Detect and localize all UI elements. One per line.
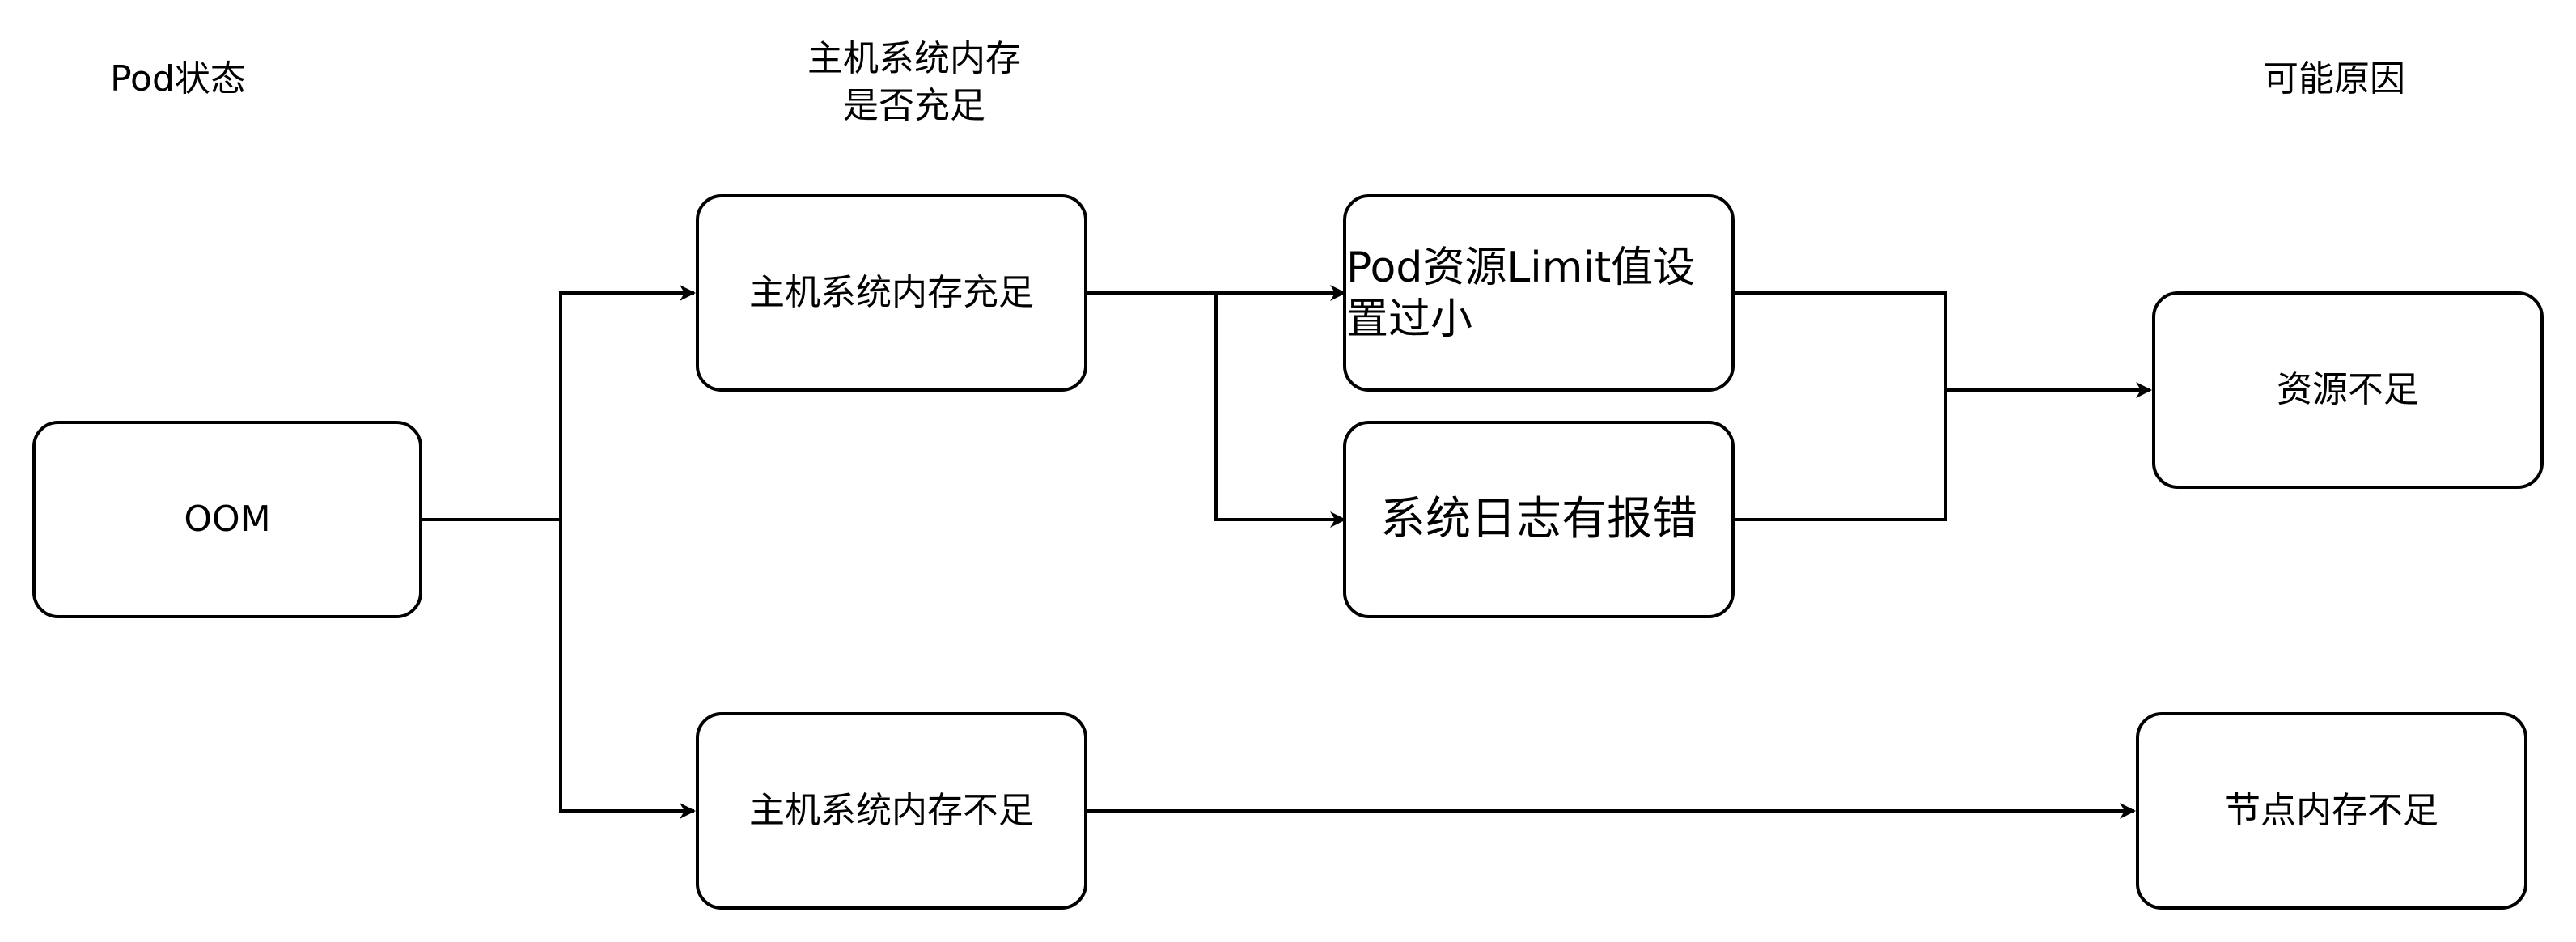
header-memory-enough-line2: 是否充足 xyxy=(843,85,985,126)
edges xyxy=(421,285,2152,819)
edge-syslog-to-resource-shortage xyxy=(1733,390,1947,521)
header-pod-status: Pod状态 xyxy=(110,58,246,100)
node-node-memory-shortage[interactable]: 节点内存不足 xyxy=(2136,712,2527,910)
edge-oom-to-insufficient xyxy=(559,520,696,819)
node-node-memory-shortage-label: 节点内存不足 xyxy=(2225,790,2438,831)
node-limit-too-small[interactable]: Pod资源Limit值设 置过小 xyxy=(1343,194,1735,392)
node-oom[interactable]: OOM xyxy=(32,421,422,618)
node-system-log-error-label: 系统日志有报错 xyxy=(1380,493,1697,545)
node-system-log-error[interactable]: 系统日志有报错 xyxy=(1343,421,1735,618)
edge-oom-to-sufficient xyxy=(421,285,696,521)
node-memory-insufficient-label: 主机系统内存不足 xyxy=(749,790,1034,831)
node-oom-label: OOM xyxy=(184,499,270,540)
node-memory-sufficient-label: 主机系统内存充足 xyxy=(749,272,1034,313)
column-headers: Pod状态 主机系统内存 是否充足 可能原因 xyxy=(110,38,2405,126)
header-memory-enough-line1: 主机系统内存 xyxy=(807,38,1021,79)
node-memory-insufficient[interactable]: 主机系统内存不足 xyxy=(696,712,1087,910)
node-resource-shortage[interactable]: 资源不足 xyxy=(2152,291,2544,489)
node-limit-too-small-line2: 置过小 xyxy=(1346,295,1472,344)
node-limit-too-small-line1: Pod资源Limit值设 xyxy=(1346,244,1695,292)
node-resource-shortage-label: 资源不足 xyxy=(2277,369,2419,410)
edge-limit-to-resource-shortage xyxy=(1733,291,2152,398)
node-memory-sufficient[interactable]: 主机系统内存充足 xyxy=(696,194,1087,392)
edge-sufficient-to-syslog xyxy=(1214,293,1346,528)
header-possible-cause: 可能原因 xyxy=(2263,58,2405,100)
